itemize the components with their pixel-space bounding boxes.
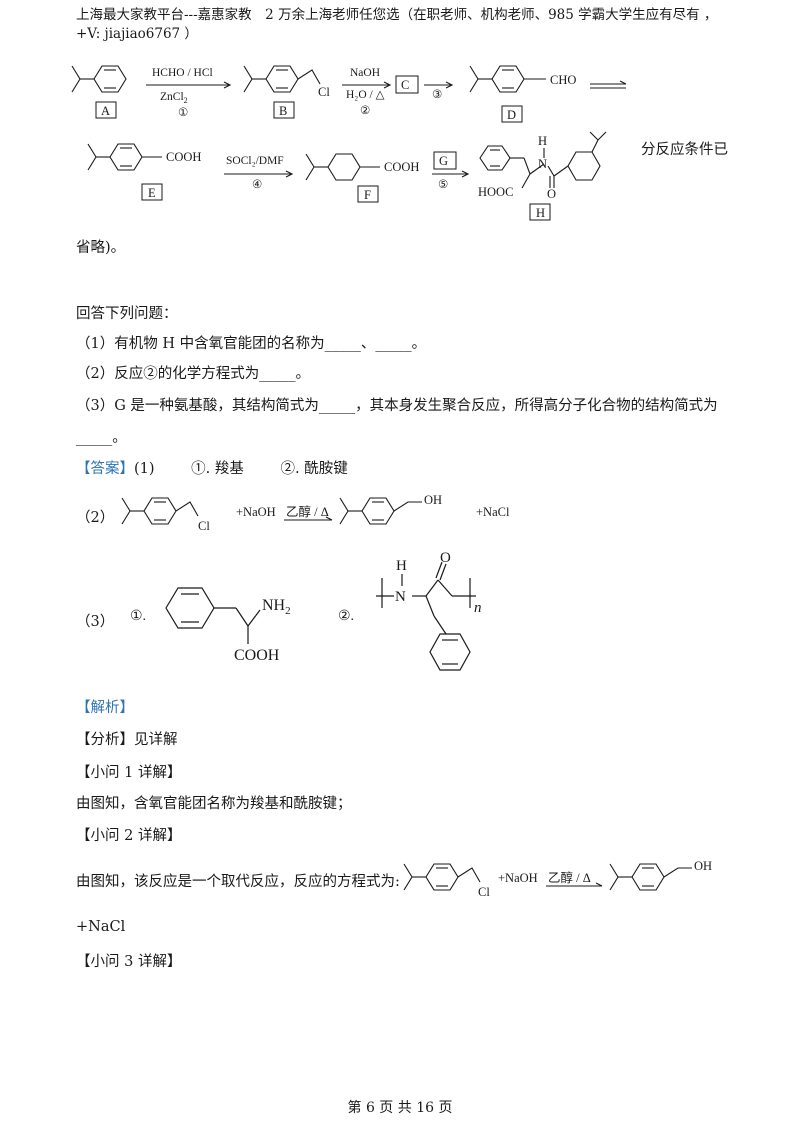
answer-2-equation: Cl +NaOH 乙醇 / Δ OH +NaCl [121, 493, 510, 533]
svg-text:SOCl₂/DMF: SOCl₂/DMF [226, 155, 284, 167]
benzene-ring [429, 633, 471, 671]
analysis-2-equation: Cl +NaOH 乙醇 / Δ OH [403, 859, 712, 899]
label-box [357, 185, 379, 203]
svg-text:NaOH: NaOH [350, 67, 380, 79]
svg-text:OH: OH [424, 493, 442, 507]
isopropyl-group [71, 65, 81, 93]
cyclohexane-ring [327, 153, 361, 181]
svg-text:E: E [148, 186, 156, 200]
svg-text:Cl: Cl [478, 885, 490, 899]
svg-text:C: C [401, 78, 409, 92]
svg-text:④: ④ [252, 179, 262, 191]
svg-text:Cl: Cl [198, 519, 210, 533]
svg-text:⑤: ⑤ [438, 179, 448, 191]
svg-text:CHO: CHO [550, 73, 576, 87]
analysis-summary: 【分析】见详解 [76, 732, 178, 748]
sub-question-1-text: 由图知，含氧官能团名称为羧基和酰胺键； [76, 796, 352, 812]
label-box [273, 101, 295, 119]
svg-text:乙醇 / Δ: 乙醇 / Δ [548, 870, 591, 885]
svg-text:H: H [538, 134, 547, 148]
svg-text:G: G [439, 154, 448, 168]
svg-text:①.: ①. [130, 609, 146, 624]
label-box [529, 203, 551, 221]
svg-text:COOH: COOH [234, 647, 280, 664]
label-box [95, 101, 117, 119]
answer-3-structures: ①. NH2 COOH ②. H N O n [130, 550, 482, 671]
svg-text:Cl: Cl [318, 85, 330, 99]
scheme-row-1: A HCHO / HCl ZnCl2 ① B Cl NaOH H₂O / △ ②… [71, 65, 627, 123]
label-box [501, 105, 523, 123]
svg-text:O: O [547, 187, 556, 201]
svg-text:D: D [507, 108, 516, 122]
label-box [395, 75, 419, 94]
svg-text:OH: OH [694, 859, 712, 873]
benzene-ring [93, 65, 127, 93]
scheme-row-2: COOH E SOCl₂/DMF ④ COOH F G ⑤ H N O HOOC… [87, 131, 607, 221]
svg-text:+NaCl: +NaCl [476, 505, 510, 519]
label-box [433, 151, 457, 170]
analysis-tag: 【解析】 [76, 700, 134, 716]
cyclohexane-ring [567, 151, 601, 181]
answer-line-1: 【答案】(1) ①. 羧基 ②. 酰胺键 [76, 461, 348, 477]
svg-text:③: ③ [432, 89, 442, 101]
svg-text:N: N [538, 157, 547, 171]
svg-text:H: H [396, 558, 407, 574]
question-2: （2）反应②的化学方程式为_____。 [76, 366, 310, 382]
svg-text:N: N [395, 589, 406, 605]
intro-tail: 省略)。 [76, 240, 126, 256]
svg-text:②.: ②. [338, 609, 354, 624]
svg-text:H: H [536, 206, 545, 220]
question-3: （3）G 是一种氨基酸，其结构简式为_____，其本身发生聚合反应，所得高分子化… [76, 398, 718, 414]
sub-question-2-tag: 【小问 2 详解】 [76, 828, 182, 844]
svg-text:HCHO / HCl: HCHO / HCl [152, 67, 213, 79]
question-1: （1）有机物 H 中含氧官能团的名称为_____、_____。 [76, 336, 427, 352]
svg-text:ZnCl2: ZnCl2 [160, 91, 188, 105]
svg-text:NH2: NH2 [262, 597, 291, 617]
svg-text:HOOC: HOOC [478, 185, 513, 199]
answer-3-prefix: （3） [76, 614, 115, 630]
svg-text:B: B [279, 104, 287, 118]
svg-text:COOH: COOH [384, 160, 419, 174]
svg-text:A: A [101, 104, 110, 118]
question-3-blank: _____。 [76, 430, 127, 446]
questions-lead: 回答下列问题： [76, 306, 178, 322]
answer-tag: 【答案】 [76, 461, 134, 477]
svg-text:F: F [364, 188, 371, 202]
sub-question-2-text: 由图知，该反应是一个取代反应，反应的方程式为: [76, 874, 400, 890]
svg-text:O: O [440, 550, 451, 566]
analysis-2-nacl: +NaCl [76, 919, 126, 935]
svg-text:②: ② [360, 105, 370, 117]
svg-text:n: n [474, 600, 482, 616]
sub-question-3-tag: 【小问 3 详解】 [76, 954, 182, 970]
page-header: 上海最大家教平台---嘉惠家教 2 万余上海老师任您选（在职老师、机构老师、98… [76, 7, 718, 42]
scheme-trailing-text: 分反应条件已 [641, 142, 728, 158]
answer-2-prefix: （2） [76, 510, 115, 526]
svg-text:+NaOH: +NaOH [498, 871, 538, 885]
page-footer: 第 6 页 共 16 页 [347, 1100, 453, 1116]
sub-question-1-tag: 【小问 1 详解】 [76, 765, 182, 781]
label-box [141, 183, 163, 201]
svg-text:H₂O / △: H₂O / △ [346, 89, 385, 101]
svg-text:乙醇 / Δ: 乙醇 / Δ [286, 504, 329, 519]
svg-text:COOH: COOH [166, 150, 201, 164]
svg-text:①: ① [178, 107, 188, 119]
svg-text:+NaOH: +NaOH [236, 505, 276, 519]
